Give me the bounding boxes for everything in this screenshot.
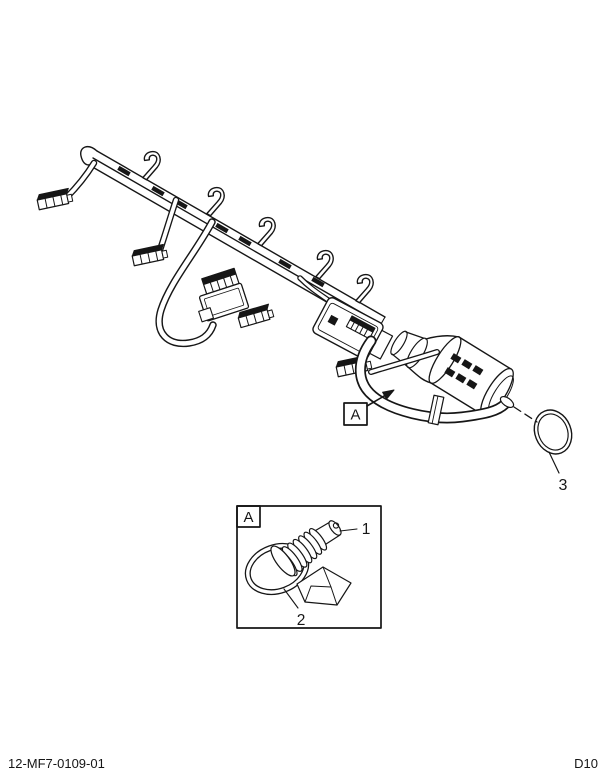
rail-tabs <box>117 165 325 288</box>
connector-plug-1 <box>35 187 74 211</box>
projection-dashed-line <box>513 406 538 423</box>
main-connector-block <box>312 297 394 360</box>
detail-view <box>236 505 382 629</box>
o-ring <box>533 409 573 455</box>
detail-view-corner-box <box>236 505 261 528</box>
callout-a-label: A <box>350 407 360 424</box>
clamp-bracket <box>296 566 352 606</box>
cylinder-grid <box>444 353 484 390</box>
detail-view-corner-label: A <box>243 509 253 526</box>
document-number: 12-MF7-0109-01 <box>8 756 105 771</box>
callout-a <box>343 389 395 426</box>
item-2-leader-line <box>283 588 299 609</box>
branch-wire-1 <box>62 159 98 202</box>
item-1-leader-line <box>339 528 358 532</box>
page-code: D10 <box>574 756 598 771</box>
ribbed-connector <box>345 315 376 340</box>
connector-plug-2 <box>130 243 169 267</box>
center-connector-block <box>198 267 250 323</box>
callout-a-box <box>343 402 368 426</box>
hose <box>354 335 515 424</box>
branch-wires <box>62 159 331 348</box>
branch-wire-to-block <box>297 275 331 303</box>
item-2-label: 2 <box>297 612 306 629</box>
item-1-label: 1 <box>362 521 371 538</box>
callout-a-arrowhead <box>382 389 395 400</box>
detail-view-border <box>236 505 382 629</box>
harness-assembly <box>35 146 573 474</box>
item-3-label: 3 <box>559 477 568 494</box>
item-3-leader-line <box>548 451 560 474</box>
branch-wire-loop <box>155 218 217 348</box>
callout-a-arrow-line <box>366 394 386 407</box>
hose-clamp <box>427 394 445 426</box>
spring-fitting <box>270 520 342 577</box>
branch-wire-4 <box>368 349 440 375</box>
